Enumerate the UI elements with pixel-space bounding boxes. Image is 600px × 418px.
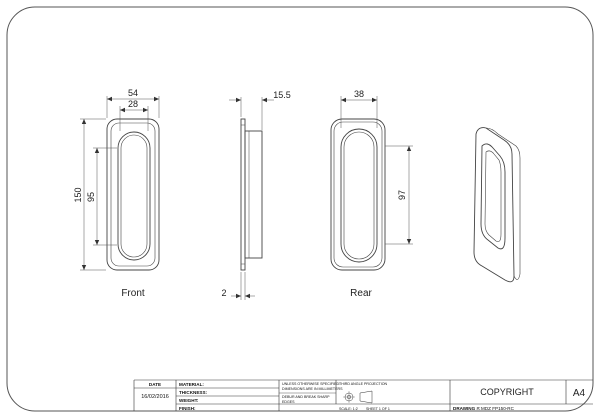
front-recess [117,131,151,261]
tb-drawing-no-label: DRAWING #: [453,406,481,411]
side-body [244,130,263,259]
iso-recess-inner [484,150,502,242]
tb-projection-label: THIRD ANGLE PROJECTION [339,382,388,386]
rear-cup [340,128,378,263]
tb-finish-label: FINISH: [179,406,196,411]
tb-note-line4: EDGES [282,400,295,404]
tb-thickness-label: THICKNESS: [179,390,208,395]
front-inner-plate [110,122,156,267]
tb-scale-label: SCALE: 1:2 [339,407,358,411]
tb-drawing-no-value: MDZ FP150-RC [481,406,515,411]
tb-date-value: 16/02/2016 [141,394,169,400]
tb-paper-size: A4 [573,388,586,399]
side-dimensions [229,97,274,300]
rear-cup-inner [343,131,375,260]
dim-side-depth: 15.5 [273,90,291,100]
dim-rear-height: 97 [397,190,407,200]
third-angle-projection-icon [343,390,373,404]
dim-front-outer-height: 150 [73,187,83,202]
iso-recess [480,143,506,250]
rear-outer-plate [330,118,386,271]
tb-note-line1: UNLESS OTHERWISE SPECIFIED: [282,382,340,386]
dim-front-inner-height: 95 [86,192,96,202]
dim-side-flange: 2 [221,288,226,298]
side-flange [240,118,246,271]
iso-plate-edge [485,127,521,280]
tb-date-header: DATE [149,382,161,387]
front-outer-plate [106,118,160,271]
dim-front-outer-width: 54 [128,88,138,98]
isometric-view [473,127,521,283]
front-dimensions [80,96,160,271]
title-block [133,379,593,411]
tb-sheet-label: SHEET 1 OF 1 [366,407,390,411]
front-view [106,118,160,271]
label-front: Front [121,288,145,299]
dim-rear-width: 38 [354,89,364,99]
dim-front-inner-width: 28 [128,99,138,109]
tb-note-line3: DEBUR AND BREAK SHARP [282,395,330,399]
label-rear: Rear [350,288,372,299]
rear-view [330,118,386,271]
tb-material-label: MATERIAL: [179,382,204,387]
tb-weight-label: WEIGHT: [179,398,199,403]
tb-note-line2: DIMENSIONS ARE IN MILLIMETERS [282,387,343,391]
front-recess-inner [120,134,148,258]
sheet-border [6,6,594,412]
tb-copyright: COPYRIGHT [480,387,534,397]
side-view [240,118,263,271]
rear-dimensions [340,96,413,245]
iso-plate-outline [473,127,515,283]
rear-inner-plate [333,121,383,268]
